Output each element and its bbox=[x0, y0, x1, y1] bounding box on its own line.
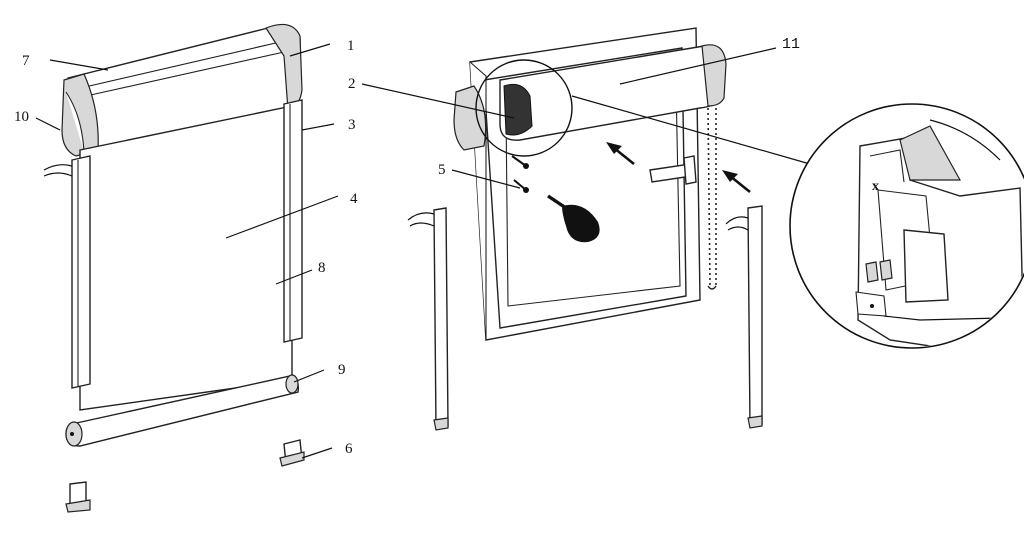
left-blind-assembly: 7 1 10 3 4 8 9 6 bbox=[14, 23, 358, 513]
label-3: 3 bbox=[348, 117, 356, 133]
side-guide-left bbox=[43, 155, 91, 389]
magnifier-circle bbox=[475, 59, 573, 157]
label-8: 8 bbox=[318, 260, 326, 276]
arrow-icon bbox=[606, 142, 635, 166]
bracket-clip-lower bbox=[65, 481, 91, 513]
label-1: 1 bbox=[347, 38, 355, 54]
side-guide-right bbox=[283, 99, 303, 343]
headrail-cassette bbox=[61, 23, 303, 157]
screw-upper bbox=[511, 155, 529, 169]
bracket-clip bbox=[279, 439, 305, 467]
label-2: 2 bbox=[348, 76, 356, 92]
screw-lower bbox=[513, 179, 529, 193]
side-guide-left bbox=[407, 207, 449, 431]
screwdriver-icon bbox=[547, 194, 600, 243]
bottom-bar bbox=[65, 374, 300, 447]
mounted-headrail bbox=[453, 44, 727, 151]
fabric-panel bbox=[79, 105, 293, 411]
label-11: 11 bbox=[782, 36, 800, 53]
detail-mark: x bbox=[872, 179, 879, 194]
label-4: 4 bbox=[350, 191, 358, 207]
label-10: 10 bbox=[14, 109, 29, 125]
label-9: 9 bbox=[338, 362, 346, 378]
label-7: 7 bbox=[22, 53, 30, 69]
window-mounting-assembly: 2 5 11 bbox=[348, 27, 811, 431]
window-handle bbox=[649, 155, 697, 185]
mechanism-detail-view: x bbox=[789, 103, 1024, 349]
side-guide-right bbox=[725, 205, 763, 429]
label-6: 6 bbox=[345, 441, 353, 457]
arrow-icon bbox=[722, 170, 751, 194]
label-5: 5 bbox=[438, 162, 446, 178]
